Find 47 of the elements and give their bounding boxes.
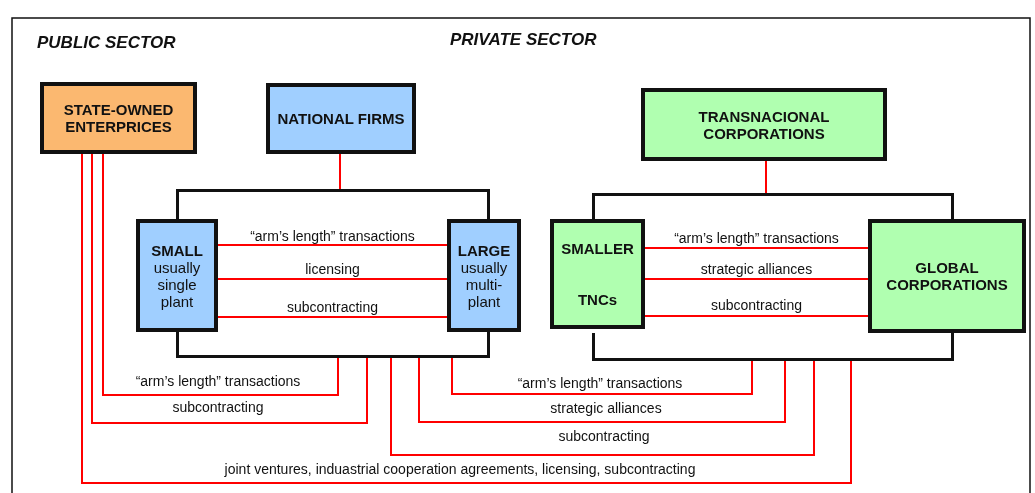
edge-label: “arm’s length” transactions [672, 230, 841, 246]
connector-line [81, 153, 852, 484]
connector-line [217, 316, 448, 318]
edge-label: subcontracting [170, 399, 266, 415]
sector-heading: PRIVATE SECTOR [450, 30, 597, 50]
box-description: usually multi-plant [459, 258, 509, 310]
box-heading: LARGE [457, 241, 511, 259]
connector-line [644, 247, 869, 249]
edge-label: “arm’s length” transactions [133, 373, 303, 389]
box-heading: NATIONAL FIRMS [277, 110, 405, 127]
connector-line [217, 278, 448, 280]
box-heading: TRANSNACIONAL CORPORATIONS [697, 107, 831, 142]
connector-line [339, 153, 341, 190]
box-heading: SMALLER [561, 240, 634, 257]
organization-box [40, 82, 197, 154]
connector-line [644, 315, 869, 317]
organization-box [641, 88, 887, 161]
organization-box [136, 219, 218, 332]
organization-box [447, 219, 521, 332]
box-heading: TNCs [577, 291, 618, 308]
box-heading: GLOBAL CORPORATIONS [885, 259, 1009, 293]
connector-line [217, 244, 448, 246]
box-description: usually single plant [152, 258, 202, 310]
sector-heading: PUBLIC SECTOR [37, 33, 176, 53]
edge-label: subcontracting [284, 299, 381, 315]
connector-line [644, 278, 869, 280]
connector-line [102, 153, 339, 396]
organization-box [266, 83, 416, 154]
connector-line [390, 357, 815, 456]
connector-line [418, 357, 786, 423]
edge-label: strategic alliances [548, 400, 664, 416]
connector-line [91, 153, 368, 424]
edge-label: joint ventures, induastrial cooperation agreements, licensing, subcontracting [222, 461, 698, 477]
box-heading: STATE-OWNED ENTERPRICES [62, 101, 175, 135]
edge-label: subcontracting [708, 297, 805, 313]
edge-label: licensing [303, 261, 362, 277]
organization-box [868, 219, 1026, 333]
connector-line [451, 357, 753, 395]
box-heading: SMALL [151, 241, 203, 259]
organization-box [550, 219, 645, 329]
edge-label: “arm’s length” transactions [248, 228, 417, 244]
bracket-line [592, 333, 954, 361]
edge-label: “arm’s length” transactions [515, 375, 685, 391]
edge-label: strategic alliances [698, 261, 815, 277]
connector-line [765, 160, 767, 194]
edge-label: subcontracting [556, 428, 652, 444]
bracket-line [176, 332, 490, 358]
